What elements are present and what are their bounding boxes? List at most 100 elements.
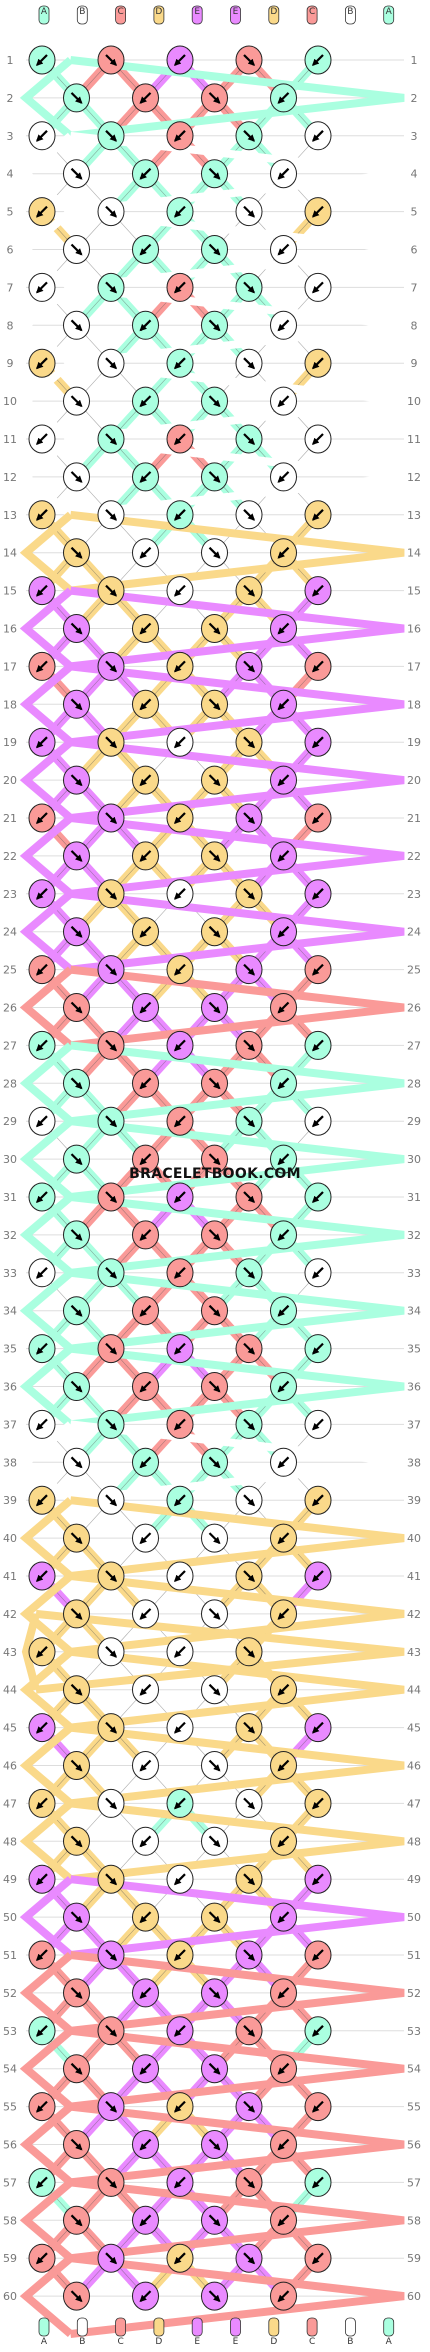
- knot: [28, 348, 56, 378]
- knot-arrow-icon: [312, 888, 324, 900]
- knot: [270, 83, 297, 113]
- knot: [166, 1409, 194, 1439]
- knot-arrow-icon: [139, 698, 152, 711]
- knot-arrow-icon: [208, 622, 221, 635]
- knot: [235, 1030, 263, 1060]
- knot: [132, 993, 159, 1022]
- knot: [304, 1409, 332, 1439]
- knot: [28, 1713, 56, 1743]
- row-number: 46: [3, 1760, 17, 1773]
- row-number: 42: [3, 1608, 17, 1621]
- knot: [235, 272, 263, 302]
- knot: [270, 1751, 297, 1780]
- row-number: 28: [3, 1077, 17, 1090]
- row-number: 3: [7, 130, 14, 143]
- knot-arrow-icon: [174, 1873, 186, 1886]
- knot-arrow-icon: [243, 433, 255, 445]
- knot: [63, 386, 90, 416]
- knot: [166, 651, 194, 681]
- knot-arrow-icon: [36, 1949, 48, 1961]
- knot-arrow-icon: [174, 1115, 186, 1128]
- knot-arrow-icon: [105, 1039, 117, 1052]
- edge-strand: [35, 1609, 405, 1694]
- row-number: 29: [407, 1115, 421, 1128]
- knot: [132, 2205, 159, 2235]
- knot: [235, 651, 263, 681]
- knot-arrow-icon: [208, 698, 221, 711]
- knot-arrow-icon: [243, 1342, 255, 1355]
- knot: [132, 1523, 159, 1553]
- row-number: 50: [3, 1911, 17, 1924]
- knot-arrow-icon: [277, 850, 290, 862]
- row-number: 31: [407, 1191, 421, 1204]
- edge-strand: [19, 1345, 74, 1428]
- knot-arrow-icon: [277, 2214, 290, 2227]
- knot-arrow-icon: [243, 660, 255, 673]
- knot-arrow-icon: [70, 92, 83, 104]
- knot-arrow-icon: [243, 2176, 255, 2189]
- row-number: 27: [407, 1039, 421, 1052]
- knot: [270, 1296, 297, 1326]
- knot: [63, 1599, 90, 1629]
- row-number: 26: [3, 1002, 17, 1015]
- knot: [132, 538, 159, 568]
- knot: [63, 1751, 90, 1780]
- row-number: 36: [407, 1381, 421, 1394]
- knot-arrow-icon: [105, 1115, 117, 1128]
- row-number: 43: [3, 1646, 17, 1659]
- knot: [166, 500, 194, 530]
- knot: [166, 348, 194, 378]
- knot-arrow-icon: [277, 1608, 290, 1620]
- knot: [270, 689, 297, 719]
- knot: [97, 651, 125, 681]
- knot-arrow-icon: [70, 622, 83, 635]
- knot: [304, 1485, 332, 1515]
- knot: [63, 993, 90, 1022]
- knot-arrow-icon: [174, 2025, 186, 2037]
- knot-arrow-icon: [139, 1077, 152, 1090]
- edge-strand: [19, 587, 74, 670]
- row-number: 15: [407, 585, 421, 598]
- row-number: 41: [407, 1570, 421, 1583]
- strand-end: [76, 2317, 88, 2337]
- knot: [97, 1940, 125, 1970]
- row-number: 51: [3, 1949, 17, 1962]
- knot-arrow-icon: [277, 1835, 290, 1848]
- row-number: 43: [407, 1646, 421, 1659]
- row-number: 24: [3, 926, 17, 939]
- row-number: 44: [3, 1684, 17, 1697]
- knot: [304, 1334, 332, 1364]
- strand-letter: C: [117, 7, 123, 17]
- knot: [304, 2092, 332, 2122]
- knot: [132, 917, 159, 947]
- knot: [304, 1940, 332, 1970]
- knot: [270, 538, 297, 568]
- knot: [28, 1637, 56, 1667]
- strand-end: [115, 2317, 126, 2337]
- knot-arrow-icon: [243, 1570, 255, 1582]
- knot: [304, 500, 332, 530]
- knot-arrow-icon: [105, 2100, 117, 2113]
- strand-letter: E: [194, 2337, 200, 2347]
- row-number: 9: [7, 357, 14, 370]
- knot: [304, 1182, 332, 1212]
- knot-arrow-icon: [243, 130, 255, 142]
- row-number: 55: [3, 2101, 17, 2114]
- knot-arrow-icon: [312, 205, 324, 218]
- knot-arrow-icon: [139, 1608, 152, 1620]
- knot: [97, 1409, 125, 1439]
- edge-strand: [19, 2027, 74, 2110]
- knot: [166, 2016, 194, 2046]
- knot: [97, 1713, 125, 1743]
- strand-end: [38, 2317, 50, 2337]
- row-number: 33: [3, 1267, 17, 1280]
- knot-arrow-icon: [277, 2138, 290, 2151]
- knot: [63, 2205, 90, 2235]
- knot-arrow-icon: [36, 2100, 48, 2113]
- edge-strand: [19, 1951, 74, 2034]
- edge-strand: [19, 1193, 74, 1276]
- knot: [201, 993, 228, 1022]
- knot-arrow-icon: [105, 2252, 117, 2265]
- strand-end: [76, 5, 88, 25]
- knot-arrow-icon: [36, 357, 48, 370]
